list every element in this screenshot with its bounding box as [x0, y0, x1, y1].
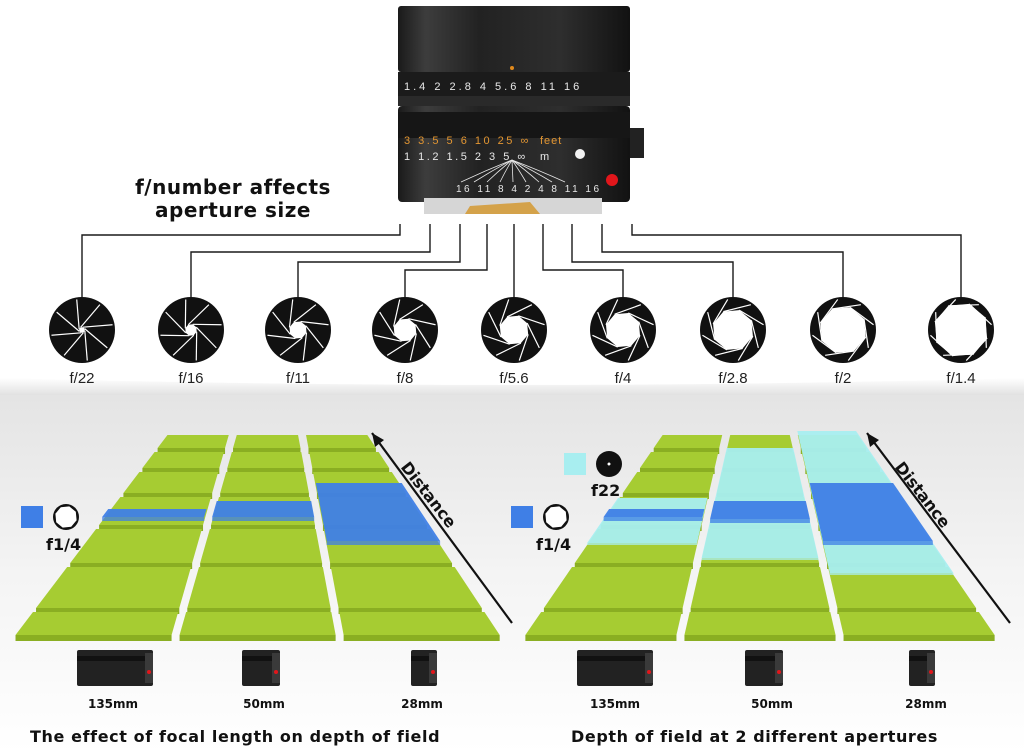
aperture-label-f-8: f/8 — [396, 370, 414, 387]
aperture-label-f-2-8: f/2.8 — [718, 370, 748, 387]
aperture-label-f-4: f/4 — [614, 370, 632, 387]
right-wide-swatch — [511, 506, 533, 528]
aperture-label-f-16: f/16 — [178, 370, 204, 387]
aperture-heading-line2: aperture size — [155, 198, 311, 222]
distance-arrow-left — [371, 432, 513, 624]
lens-thumbnails — [77, 650, 935, 686]
aperture-icon-f-11 — [265, 297, 331, 363]
aperture-swatches — [21, 451, 622, 530]
right-lens-label-28: 28mm — [905, 697, 947, 711]
aperture-icon-f-8 — [372, 297, 438, 363]
lens-hood — [398, 6, 630, 72]
aperture-icon-f-16 — [158, 297, 224, 363]
left-wide-aperture-icon — [53, 504, 79, 530]
lens-feet-scale: 3 3.5 5 6 10 25 ∞ — [404, 135, 531, 147]
aperture-label-f-22: f/22 — [69, 370, 95, 387]
dof-panels — [0, 395, 1024, 753]
lens-thumbnail-135mm-left — [77, 650, 153, 686]
right-lens-label-135: 135mm — [589, 697, 641, 711]
right-caption: Depth of field at 2 different apertures — [571, 727, 939, 746]
left-lens-label-50: 50mm — [243, 697, 285, 711]
connector-lines — [81, 224, 962, 300]
lens-aperture-scale: 1.4 2 2.8 4 5.6 8 11 16 — [404, 81, 582, 93]
distance-arrow-right — [866, 432, 1011, 624]
focus-tab — [630, 128, 644, 158]
aperture-label-f-2: f/2 — [834, 370, 852, 387]
right-wide-aperture-icon — [543, 504, 569, 530]
left-wide-swatch — [21, 506, 43, 528]
aperture-icon-f-4 — [590, 297, 656, 363]
lens-feet-label: feet — [540, 135, 562, 147]
right-aperture-large-label: f1/4 — [536, 535, 572, 554]
aperture-icons — [49, 297, 994, 363]
aperture-label-f-11: f/11 — [286, 370, 310, 387]
right-dof-grid — [525, 431, 995, 641]
aperture-icon-f-1-4 — [928, 297, 994, 363]
right-aperture-small-label: f22 — [591, 481, 621, 500]
aperture-icon-f-22 — [49, 297, 115, 363]
left-dof-grid — [15, 435, 500, 641]
aperture-ring — [398, 72, 630, 96]
lens-thumbnail-135mm-right — [577, 650, 653, 686]
section-divider — [0, 378, 1024, 400]
right-lens-label-50: 50mm — [751, 697, 793, 711]
left-aperture-label: f1/4 — [46, 535, 82, 554]
index-dot — [575, 149, 585, 159]
right-small-swatch — [564, 453, 586, 475]
right-small-aperture-icon — [596, 451, 622, 477]
aperture-diagram: 1.4 2 2.8 4 5.6 8 11 16 3 3.5 5 6 10 25 … — [0, 6, 1024, 400]
distance-arrows — [371, 432, 1011, 624]
lens-meter-label: m — [540, 151, 549, 163]
lens-thumbnail-28mm-left — [411, 650, 437, 686]
aperture-icon-f-2-8 — [700, 297, 766, 363]
aperture-label-f-5-6: f/5.6 — [499, 370, 529, 387]
aperture-label-f-1-4: f/1.4 — [946, 370, 976, 387]
lens-thumbnail-28mm-right — [909, 650, 935, 686]
left-lens-label-135: 135mm — [87, 697, 139, 711]
aperture-icon-f-5-6 — [481, 297, 547, 363]
lens-illustration: 1.4 2 2.8 4 5.6 8 11 16 3 3.5 5 6 10 25 … — [398, 6, 644, 214]
lens-dof-scale: 16 11 8 4 2 4 8 11 16 — [456, 184, 602, 195]
aperture-heading: f/number affects aperture size — [108, 176, 358, 222]
aperture-icon-f-2 — [810, 297, 876, 363]
aperture-heading-line1: f/number affects — [135, 175, 331, 199]
lens-thumbnail-50mm-left — [242, 650, 280, 686]
lens-thumbnail-50mm-right — [745, 650, 783, 686]
red-dot — [606, 174, 618, 186]
left-lens-label-28: 28mm — [401, 697, 443, 711]
left-caption: The effect of focal length on depth of f… — [30, 727, 441, 746]
lens-meter-scale: 1 1.2 1.5 2 3 5 ∞ — [404, 151, 528, 163]
